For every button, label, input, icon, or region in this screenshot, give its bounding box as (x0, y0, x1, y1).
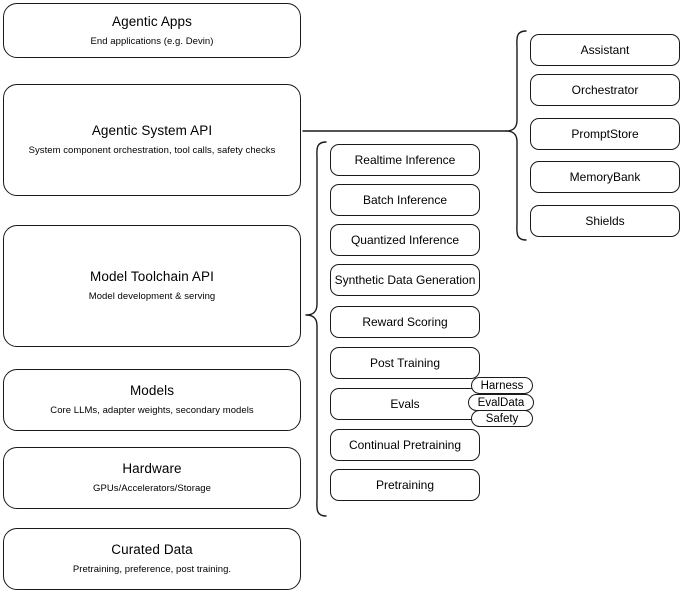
layer-title: Model Toolchain API (90, 269, 214, 285)
chip-label: MemoryBank (569, 169, 641, 184)
chip-synthetic-data-generation[interactable]: Synthetic Data Generation (330, 264, 480, 296)
layer-agentic-system-api[interactable]: Agentic System API System component orch… (3, 84, 301, 196)
chip-label: Assistant (580, 42, 630, 57)
layer-title: Agentic Apps (111, 13, 192, 29)
layer-subtitle: Core LLMs, adapter weights, secondary mo… (50, 405, 254, 416)
chip-assistant[interactable]: Assistant (530, 34, 680, 66)
chip-label: Orchestrator (571, 82, 639, 97)
layer-title: Curated Data (111, 542, 193, 558)
pill-harness[interactable]: Harness (471, 377, 533, 394)
pill-evaldata[interactable]: EvalData (468, 394, 534, 411)
layer-curated-data[interactable]: Curated Data Pretraining, preference, po… (3, 528, 301, 590)
chip-label: PromptStore (571, 126, 639, 141)
layer-title: Hardware (122, 461, 182, 477)
pill-safety[interactable]: Safety (471, 410, 533, 427)
layer-subtitle: System component orchestration, tool cal… (28, 145, 276, 156)
pill-label: EvalData (477, 396, 525, 409)
chip-continual-pretraining[interactable]: Continual Pretraining (330, 429, 480, 461)
chip-quantized-inference[interactable]: Quantized Inference (330, 224, 480, 256)
chip-post-training[interactable]: Post Training (330, 347, 480, 379)
chip-label: Reward Scoring (362, 314, 448, 329)
layer-model-toolchain-api[interactable]: Model Toolchain API Model development & … (3, 225, 301, 347)
chip-batch-inference[interactable]: Batch Inference (330, 184, 480, 216)
layer-subtitle: Model development & serving (88, 291, 216, 302)
layer-subtitle: End applications (e.g. Devin) (90, 35, 214, 47)
chip-label: Realtime Inference (354, 152, 456, 167)
layer-models[interactable]: Models Core LLMs, adapter weights, secon… (3, 369, 301, 431)
chip-shields[interactable]: Shields (530, 205, 680, 237)
chip-reward-scoring[interactable]: Reward Scoring (330, 306, 480, 338)
layer-subtitle: Pretraining, preference, post training. (72, 564, 232, 575)
middle-curly-brace (305, 141, 327, 517)
chip-label: Post Training (369, 355, 441, 370)
chip-label: Evals (390, 396, 420, 411)
pill-label: Harness (480, 379, 524, 392)
chip-pretraining[interactable]: Pretraining (330, 469, 480, 501)
chip-orchestrator[interactable]: Orchestrator (530, 74, 680, 106)
layer-subtitle: GPUs/Accelerators/Storage (93, 483, 211, 494)
chip-label: Quantized Inference (350, 232, 460, 247)
chip-memorybank[interactable]: MemoryBank (530, 161, 680, 193)
right-curly-brace (505, 30, 527, 241)
chip-label: Synthetic Data Generation (334, 272, 476, 287)
chip-evals[interactable]: Evals (330, 388, 480, 420)
layer-hardware[interactable]: Hardware GPUs/Accelerators/Storage (3, 447, 301, 509)
chip-realtime-inference[interactable]: Realtime Inference (330, 144, 480, 176)
layer-title: Models (129, 383, 175, 399)
pill-label: Safety (485, 412, 519, 425)
chip-label: Shields (585, 213, 625, 228)
chip-label: Continual Pretraining (348, 437, 462, 452)
chip-label: Batch Inference (362, 192, 448, 207)
layer-agentic-apps[interactable]: Agentic Apps End applications (e.g. Devi… (3, 3, 301, 58)
layer-title: Agentic System API (91, 123, 213, 139)
chip-promptstore[interactable]: PromptStore (530, 118, 680, 150)
chip-label: Pretraining (375, 477, 435, 492)
